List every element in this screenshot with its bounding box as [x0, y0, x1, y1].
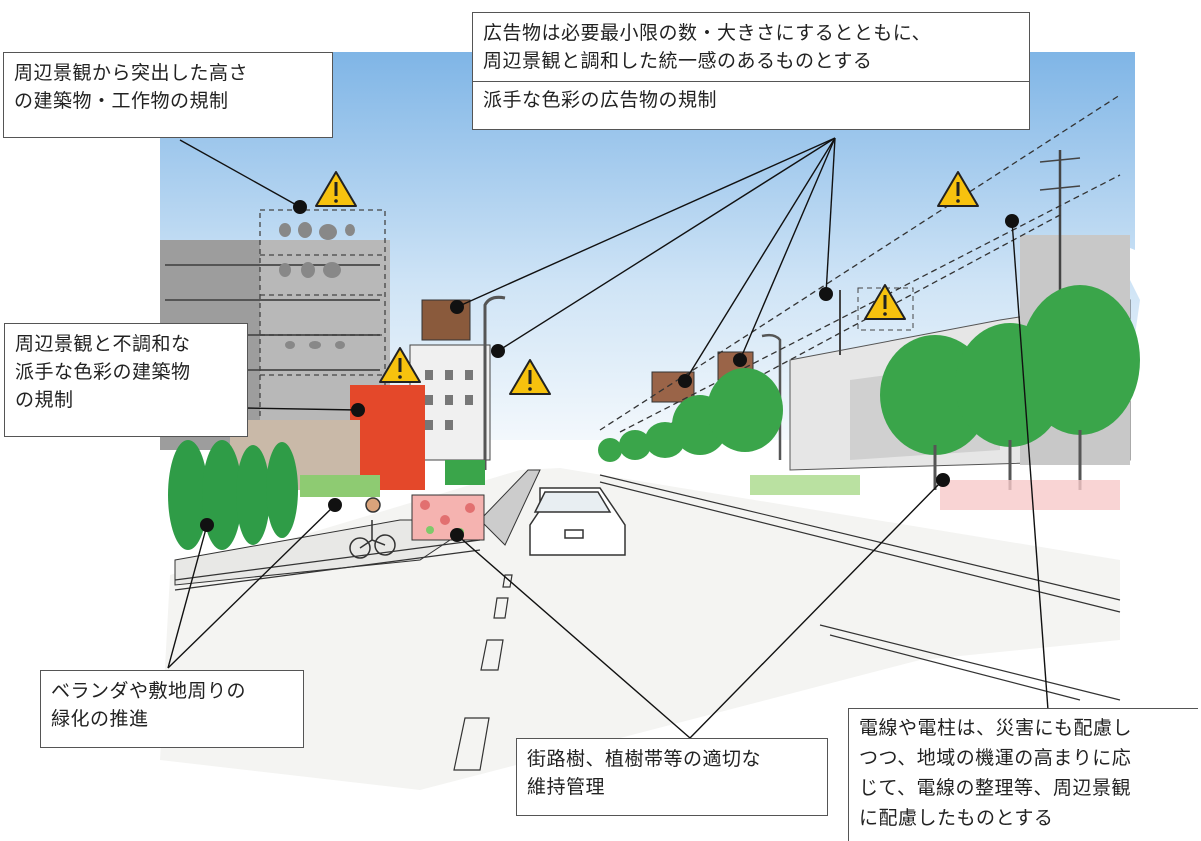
warning-triangle-icon: [379, 347, 421, 383]
callout-ads: 広告物は必要最小限の数・大きさにするとともに、 周辺景観と調和した統一感のあるも…: [472, 12, 1030, 130]
callout-text-line: 周辺景観から突出した高さ: [14, 62, 249, 84]
callout-power-lines: 電線や電柱は、災害にも配慮し つつ、地域の機運の高まりに応 じて、電線の整理等、…: [848, 708, 1198, 841]
callout-divider: [473, 81, 1029, 82]
callout-text-line: じて、電線の整理等、周辺景観: [859, 777, 1132, 799]
median: [479, 469, 541, 546]
warning-triangle-icon: [864, 284, 906, 320]
callout-text-line: 街路樹、植樹帯等の適切な: [527, 748, 762, 770]
callout-text-line: に配慮したものとする: [859, 807, 1054, 829]
leader-lines: [167, 137, 1049, 739]
callout-text-line: 維持管理: [527, 776, 606, 798]
callout-greening: ベランダや敷地周りの 緑化の推進: [40, 670, 304, 748]
callout-text-line: ベランダや敷地周りの: [51, 680, 247, 702]
callout-text-line: 派手な色彩の建築物: [15, 361, 191, 383]
warning-triangle-icon: [315, 171, 357, 207]
median-planter: [411, 494, 485, 541]
lane-markings: [174, 474, 1121, 771]
callout-street-trees: 街路樹、植樹帯等の適切な 維持管理: [516, 738, 828, 816]
warning-triangle-icon: [509, 359, 551, 395]
callout-text-line: の建築物・工作物の規制: [14, 90, 229, 112]
cyclist: [349, 497, 396, 559]
red-building: [350, 385, 425, 490]
callout-text-line: 緑化の推進: [51, 708, 149, 730]
callout-height-regulation: 周辺景観から突出した高さ の建築物・工作物の規制: [3, 52, 333, 138]
callout-text-line: 広告物は必要最小限の数・大きさにするとともに、: [483, 22, 932, 44]
trees-right: [598, 285, 1140, 462]
utility-poles: [839, 150, 1081, 355]
callout-text-line: 電線や電柱は、災害にも配慮し: [859, 717, 1133, 739]
callout-dot: [200, 200, 1019, 542]
callout-text-line: 派手な色彩の広告物の規制: [483, 89, 718, 111]
trees-left: [168, 440, 298, 550]
power-lines: [599, 94, 1121, 436]
callout-text-line: 周辺景観と不調和な: [15, 333, 191, 355]
callout-text-line: つつ、地域の機運の高まりに応: [859, 747, 1132, 769]
callout-text-line: 周辺景観と調和した統一感のあるものとする: [483, 50, 873, 72]
callout-building-color: 周辺景観と不調和な 派手な色彩の建築物 の規制: [4, 323, 248, 437]
car: [529, 487, 626, 556]
callout-text-line: の規制: [15, 389, 74, 411]
street-lamp: [483, 295, 506, 470]
warning-triangle-icon: [937, 171, 979, 207]
